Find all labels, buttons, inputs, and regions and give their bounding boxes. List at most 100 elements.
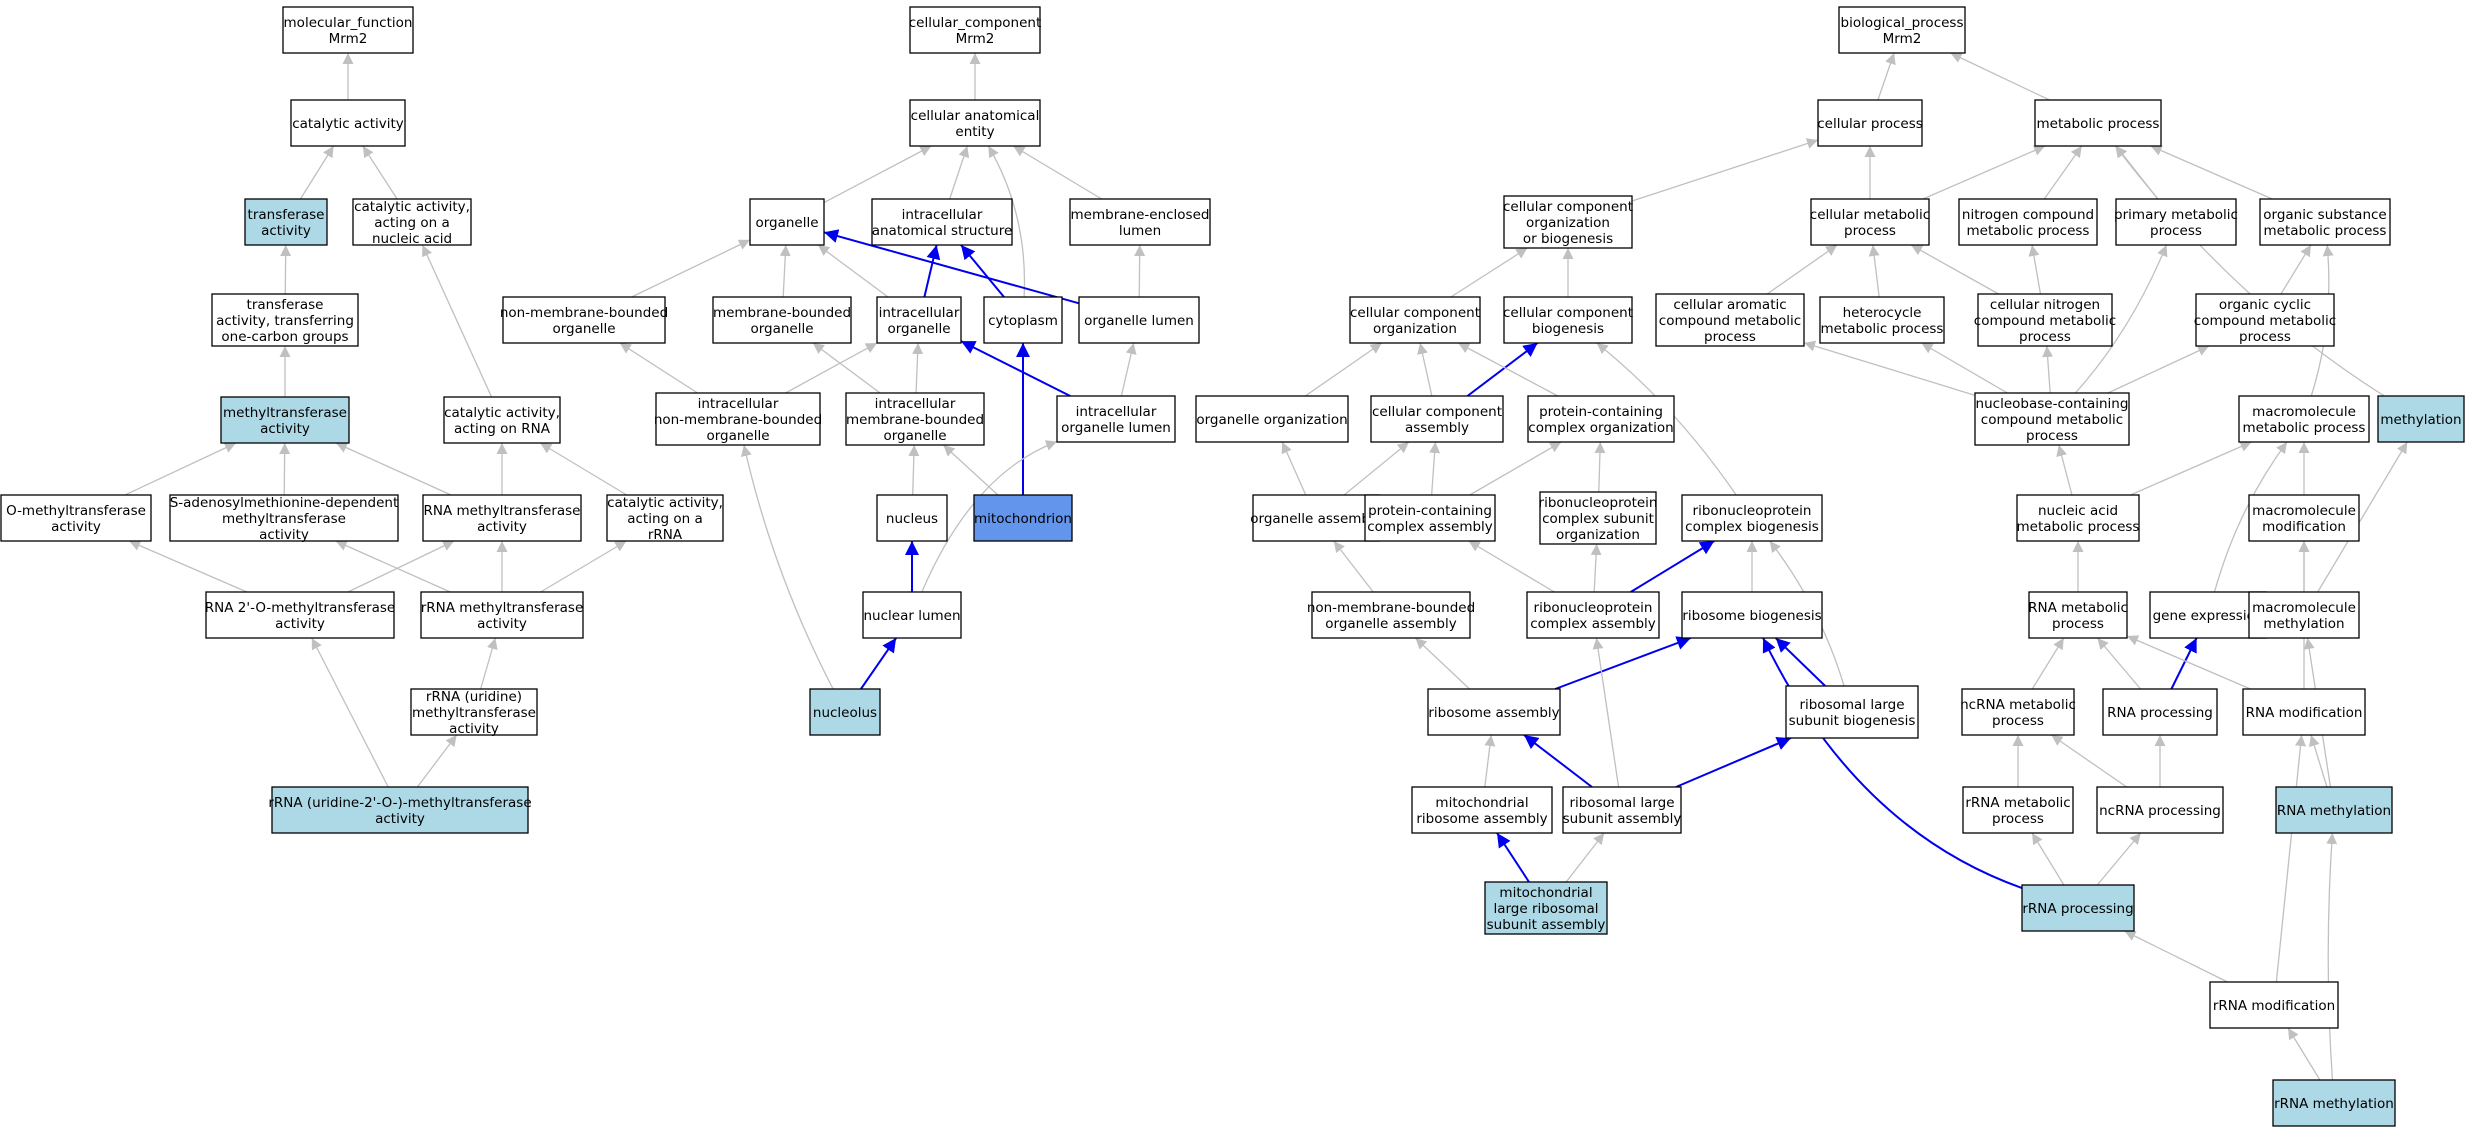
node-ncrnaproc[interactable]: ncRNA processing — [2096, 786, 2224, 834]
node-metproc[interactable]: metabolic process — [2034, 99, 2162, 147]
node-box — [749, 198, 825, 246]
node-label-line: heterocycle — [1843, 305, 1922, 321]
node-nucleus[interactable]: nucleus — [876, 494, 948, 542]
edge-riboasm-to-ribobio — [1554, 636, 1692, 690]
node-ribobio[interactable]: ribosome biogenesis — [1681, 591, 1823, 639]
edge-cytoplasm-to-ias — [960, 244, 1005, 298]
node-nucleolus[interactable]: nucleolus — [809, 688, 881, 736]
node-cytoplasm[interactable]: cytoplasm — [983, 296, 1063, 344]
node-label-line: ribonucleoprotein — [1539, 495, 1658, 511]
node-olumen[interactable]: organelle lumen — [1078, 296, 1200, 344]
node-gexp[interactable]: gene expression — [2149, 591, 2267, 639]
node-sam_methyl[interactable]: S-adenosylmethionine-dependentmethyltran… — [169, 494, 399, 543]
node-label-line: activity — [449, 721, 499, 737]
node-methylation[interactable]: methylation — [2377, 395, 2465, 443]
edge-rpca-to-rpcso — [1590, 543, 1602, 593]
node-label-line: transferase — [248, 207, 325, 223]
edge-io-to-organelle — [817, 244, 889, 298]
node-rnamod[interactable]: RNA modification — [2242, 688, 2366, 736]
node-rnameth[interactable]: RNA methylation — [2275, 786, 2393, 834]
edge-hmp-to-cmp — [1868, 244, 1880, 298]
node-rrnaproc[interactable]: rRNA processing — [2021, 884, 2135, 932]
node-label-line: process — [2026, 428, 2078, 444]
node-organelle[interactable]: organelle — [749, 198, 825, 246]
edge-nmboa-to-oassembly — [1333, 540, 1374, 593]
node-oorg[interactable]: organelle organization — [1195, 395, 1349, 443]
node-box — [2272, 1079, 2396, 1127]
node-cat_rna[interactable]: catalytic activity,acting on RNA — [443, 396, 561, 444]
node-label-line: organelle — [883, 428, 946, 444]
node-box — [1962, 786, 2074, 834]
node-catalytic[interactable]: catalytic activity — [290, 99, 406, 147]
node-rrna_uridine2o[interactable]: rRNA (uridine-2'-O-)-methyltransferaseac… — [268, 786, 532, 834]
node-mito[interactable]: mitochondrion — [973, 494, 1073, 542]
edge-ccob-to-cellproc — [1631, 138, 1819, 202]
node-riboasm[interactable]: ribosome assembly — [1427, 688, 1561, 736]
node-oassembly[interactable]: organelle assembly — [1250, 494, 1382, 542]
edges-layer — [124, 52, 2408, 1081]
node-label-line: nucleus — [886, 511, 938, 527]
node-rnaproc[interactable]: RNA processing — [2102, 688, 2218, 736]
node-rrnameth[interactable]: rRNA methylation — [2272, 1079, 2396, 1127]
edge-occmp-to-osmp — [2280, 244, 2312, 295]
node-rrnamod[interactable]: rRNA modification — [2209, 981, 2339, 1029]
node-box — [876, 494, 948, 542]
node-label-line: transferase — [247, 297, 324, 313]
node-cellproc[interactable]: cellular process — [1817, 99, 1923, 147]
node-inmbo[interactable]: intracellularnon-membrane-boundedorganel… — [654, 392, 822, 446]
node-nlumen[interactable]: nuclear lumen — [862, 591, 962, 639]
